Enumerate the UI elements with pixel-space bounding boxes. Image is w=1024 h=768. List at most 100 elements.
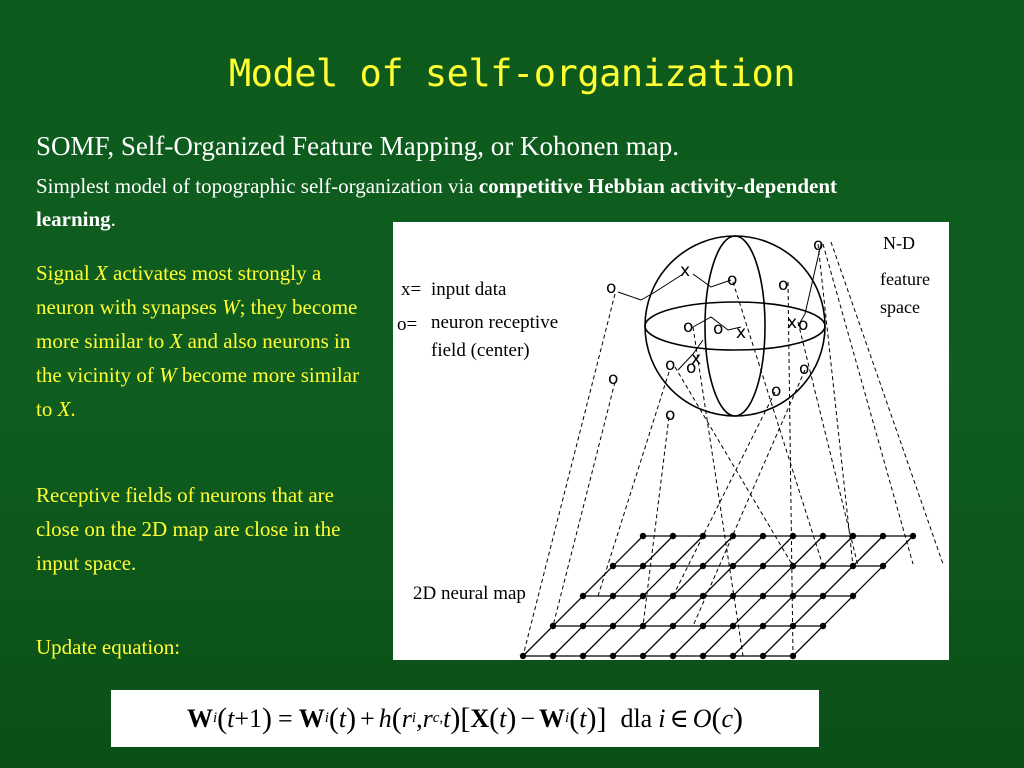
eq-symbol: i [411, 710, 417, 726]
eq-symbol: i [658, 703, 666, 733]
eq-paren: ( [217, 701, 228, 735]
neuron-node [909, 532, 917, 540]
eq-symbol: i [212, 710, 218, 726]
eq-symbol: W [539, 703, 566, 733]
eq-paren: ( [711, 701, 722, 735]
neuron-marker: o [713, 319, 723, 339]
input-marker: x [787, 313, 797, 333]
neuron-node [699, 652, 707, 660]
eq-symbol: r [422, 703, 433, 733]
connection-lines [617, 243, 822, 371]
symbol-w: W [159, 363, 177, 387]
paragraph-update-equation: Update equation: [36, 635, 181, 659]
neuron-node [609, 652, 617, 660]
eq-symbol: = [278, 703, 293, 733]
eq-paren: ( [489, 701, 500, 735]
label-feature: feature [880, 269, 930, 289]
neuron-node [729, 592, 737, 600]
neuron-node [759, 562, 767, 570]
subtitle-bold-text: competitive Hebbian activity-dependent l… [36, 174, 837, 231]
slide-title: Model of self-organization [228, 52, 796, 95]
label-space: space [880, 297, 920, 317]
eq-bracket: ] [596, 701, 607, 735]
para1-text: and also neurons in the vicinity of [36, 329, 351, 387]
eq-word: dla [620, 703, 653, 733]
input-marker: x [736, 323, 746, 343]
neuron-node [609, 592, 617, 600]
symbol-w: W [222, 295, 240, 319]
symbol-x: X [94, 261, 108, 285]
neuron-node [819, 562, 827, 570]
neuron-node [639, 592, 647, 600]
neuron-node [669, 532, 677, 540]
symbol-x: X [169, 329, 183, 353]
eq-paren: ) [506, 701, 517, 735]
subtitle-line: SOMF, Self-Organized Feature Mapping, or… [36, 131, 679, 161]
neuron-node [639, 652, 647, 660]
neuron-marker: o [683, 317, 693, 337]
neuron-node [639, 532, 647, 540]
neuron-node [789, 622, 797, 630]
neuron-node [759, 532, 767, 540]
map-label: 2D neural map [413, 583, 526, 604]
neuron-node [879, 532, 887, 540]
neuron-node [669, 652, 677, 660]
neuron-node [759, 622, 767, 630]
eq-paren: ( [328, 701, 339, 735]
neuron-node [549, 622, 557, 630]
neuron-marker: o [771, 381, 781, 401]
neuron-node [639, 562, 647, 570]
neuron-node [879, 562, 887, 570]
eq-bracket: [ [460, 701, 471, 735]
eq-symbol: , [439, 710, 444, 726]
para1-text: activates most strongly a neuron with sy… [36, 261, 322, 319]
eq-symbol: +1 [234, 703, 263, 733]
neuron-node [789, 592, 797, 600]
subtitle-text-before: Simplest model of topographic self-organ… [36, 174, 479, 198]
para1-text: . [70, 397, 76, 421]
neuron-node [789, 562, 797, 570]
neuron-node [759, 592, 767, 600]
neuron-marker: o [665, 355, 675, 375]
eq-symbol: i [565, 710, 570, 726]
eq-symbol: O [692, 703, 712, 733]
neuron-node [519, 652, 527, 660]
eq-paren: ) [262, 701, 273, 735]
neuron-node [759, 652, 767, 660]
paragraph-receptive-fields: Receptive fields of neurons that are clo… [36, 483, 341, 575]
neuron-node [789, 652, 797, 660]
eq-paren: ) [346, 701, 357, 735]
eq-symbol: , [416, 703, 423, 733]
eq-symbol: t [227, 703, 235, 733]
neural-map-nodes [519, 532, 917, 660]
eq-symbol: i [324, 710, 329, 726]
eq-symbol: t [579, 703, 587, 733]
legend-x-text: input data [431, 279, 507, 300]
neuron-node [609, 622, 617, 630]
neuron-node [819, 592, 827, 600]
eq-symbol: t [443, 703, 451, 733]
eq-symbol: W [298, 703, 325, 733]
neuron-node [849, 592, 857, 600]
neuron-node [669, 562, 677, 570]
neuron-marker: o [798, 315, 808, 335]
eq-paren: ( [569, 701, 580, 735]
neuron-marker: o [778, 275, 788, 295]
legend-o-text: neuron receptive [431, 312, 558, 333]
neuron-node [699, 592, 707, 600]
neuron-node [849, 562, 857, 570]
neuron-node [789, 532, 797, 540]
eq-symbol: X [470, 703, 490, 733]
neuron-node [729, 622, 737, 630]
neuron-node [669, 622, 677, 630]
input-marker: x [680, 261, 690, 281]
eq-symbol: h [378, 703, 392, 733]
neuron-node [579, 652, 587, 660]
subtitle-description: Simplest model of topographic self-organ… [36, 170, 916, 236]
neuron-node [729, 532, 737, 540]
neuron-marker: o [799, 359, 809, 379]
legend-o-text: field (center) [431, 340, 530, 361]
som-diagram: o o o o o o o o o o o o o x x x x N-D fe… [397, 233, 944, 660]
neuron-marker: o [665, 405, 675, 425]
symbol-x: X [57, 397, 71, 421]
